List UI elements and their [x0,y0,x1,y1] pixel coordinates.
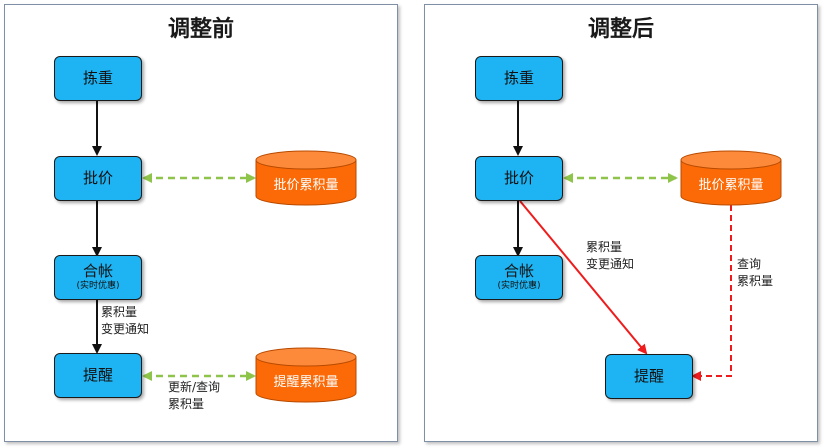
note-line: 累积量 [737,274,774,288]
node-price-after: 批价 [475,156,563,201]
node-sublabel: (实时优惠) [497,281,541,291]
node-checkout-before: 合帐 (实时优惠) [54,255,142,300]
store-price-accumulate-before [255,150,357,206]
note-line: 更新/查询 [168,380,221,394]
store-remind-accumulate-before [255,347,357,403]
node-sort-before: 拣重 [54,56,142,101]
node-label: 提醒 [82,366,113,384]
note-query-after: 查询 累积量 [737,256,773,290]
node-checkout-after: 合帐 (实时优惠) [475,255,563,300]
note-line: 累积量 [586,240,623,254]
link-store-to-remind-after [691,205,732,381]
note-line: 变更通知 [586,257,635,271]
note-line: 变更通知 [101,322,150,336]
node-remind-before: 提醒 [54,353,142,398]
node-label: 批价 [503,169,534,187]
store-label-remind-before: 提醒累积量 [273,374,339,390]
node-label: 拣重 [82,69,113,87]
node-sort-after: 拣重 [475,56,563,101]
node-label: 合帐 [82,262,113,280]
node-label: 提醒 [633,367,664,385]
node-label: 批价 [82,169,113,187]
node-price-before: 批价 [54,156,142,201]
note-update-query-before: 更新/查询 累积量 [168,379,220,413]
node-remind-after: 提醒 [605,354,693,399]
note-line: 累积量 [101,305,138,319]
note-change-notice-before: 累积量 变更通知 [101,304,149,338]
note-line: 累积量 [168,397,205,411]
panel-title-after: 调整后 [587,17,654,42]
node-label: 拣重 [503,69,534,87]
store-label-price-after: 批价累积量 [698,177,764,193]
arrow-price-to-remind-after [519,200,648,355]
panel-title-before: 调整前 [167,17,234,42]
store-price-accumulate-after [680,150,782,206]
note-line: 查询 [737,257,762,271]
node-sublabel: (实时优惠) [76,281,120,291]
note-change-notice-after: 累积量 变更通知 [586,239,634,273]
store-label-price-before: 批价累积量 [273,177,339,193]
node-label: 合帐 [503,262,534,280]
